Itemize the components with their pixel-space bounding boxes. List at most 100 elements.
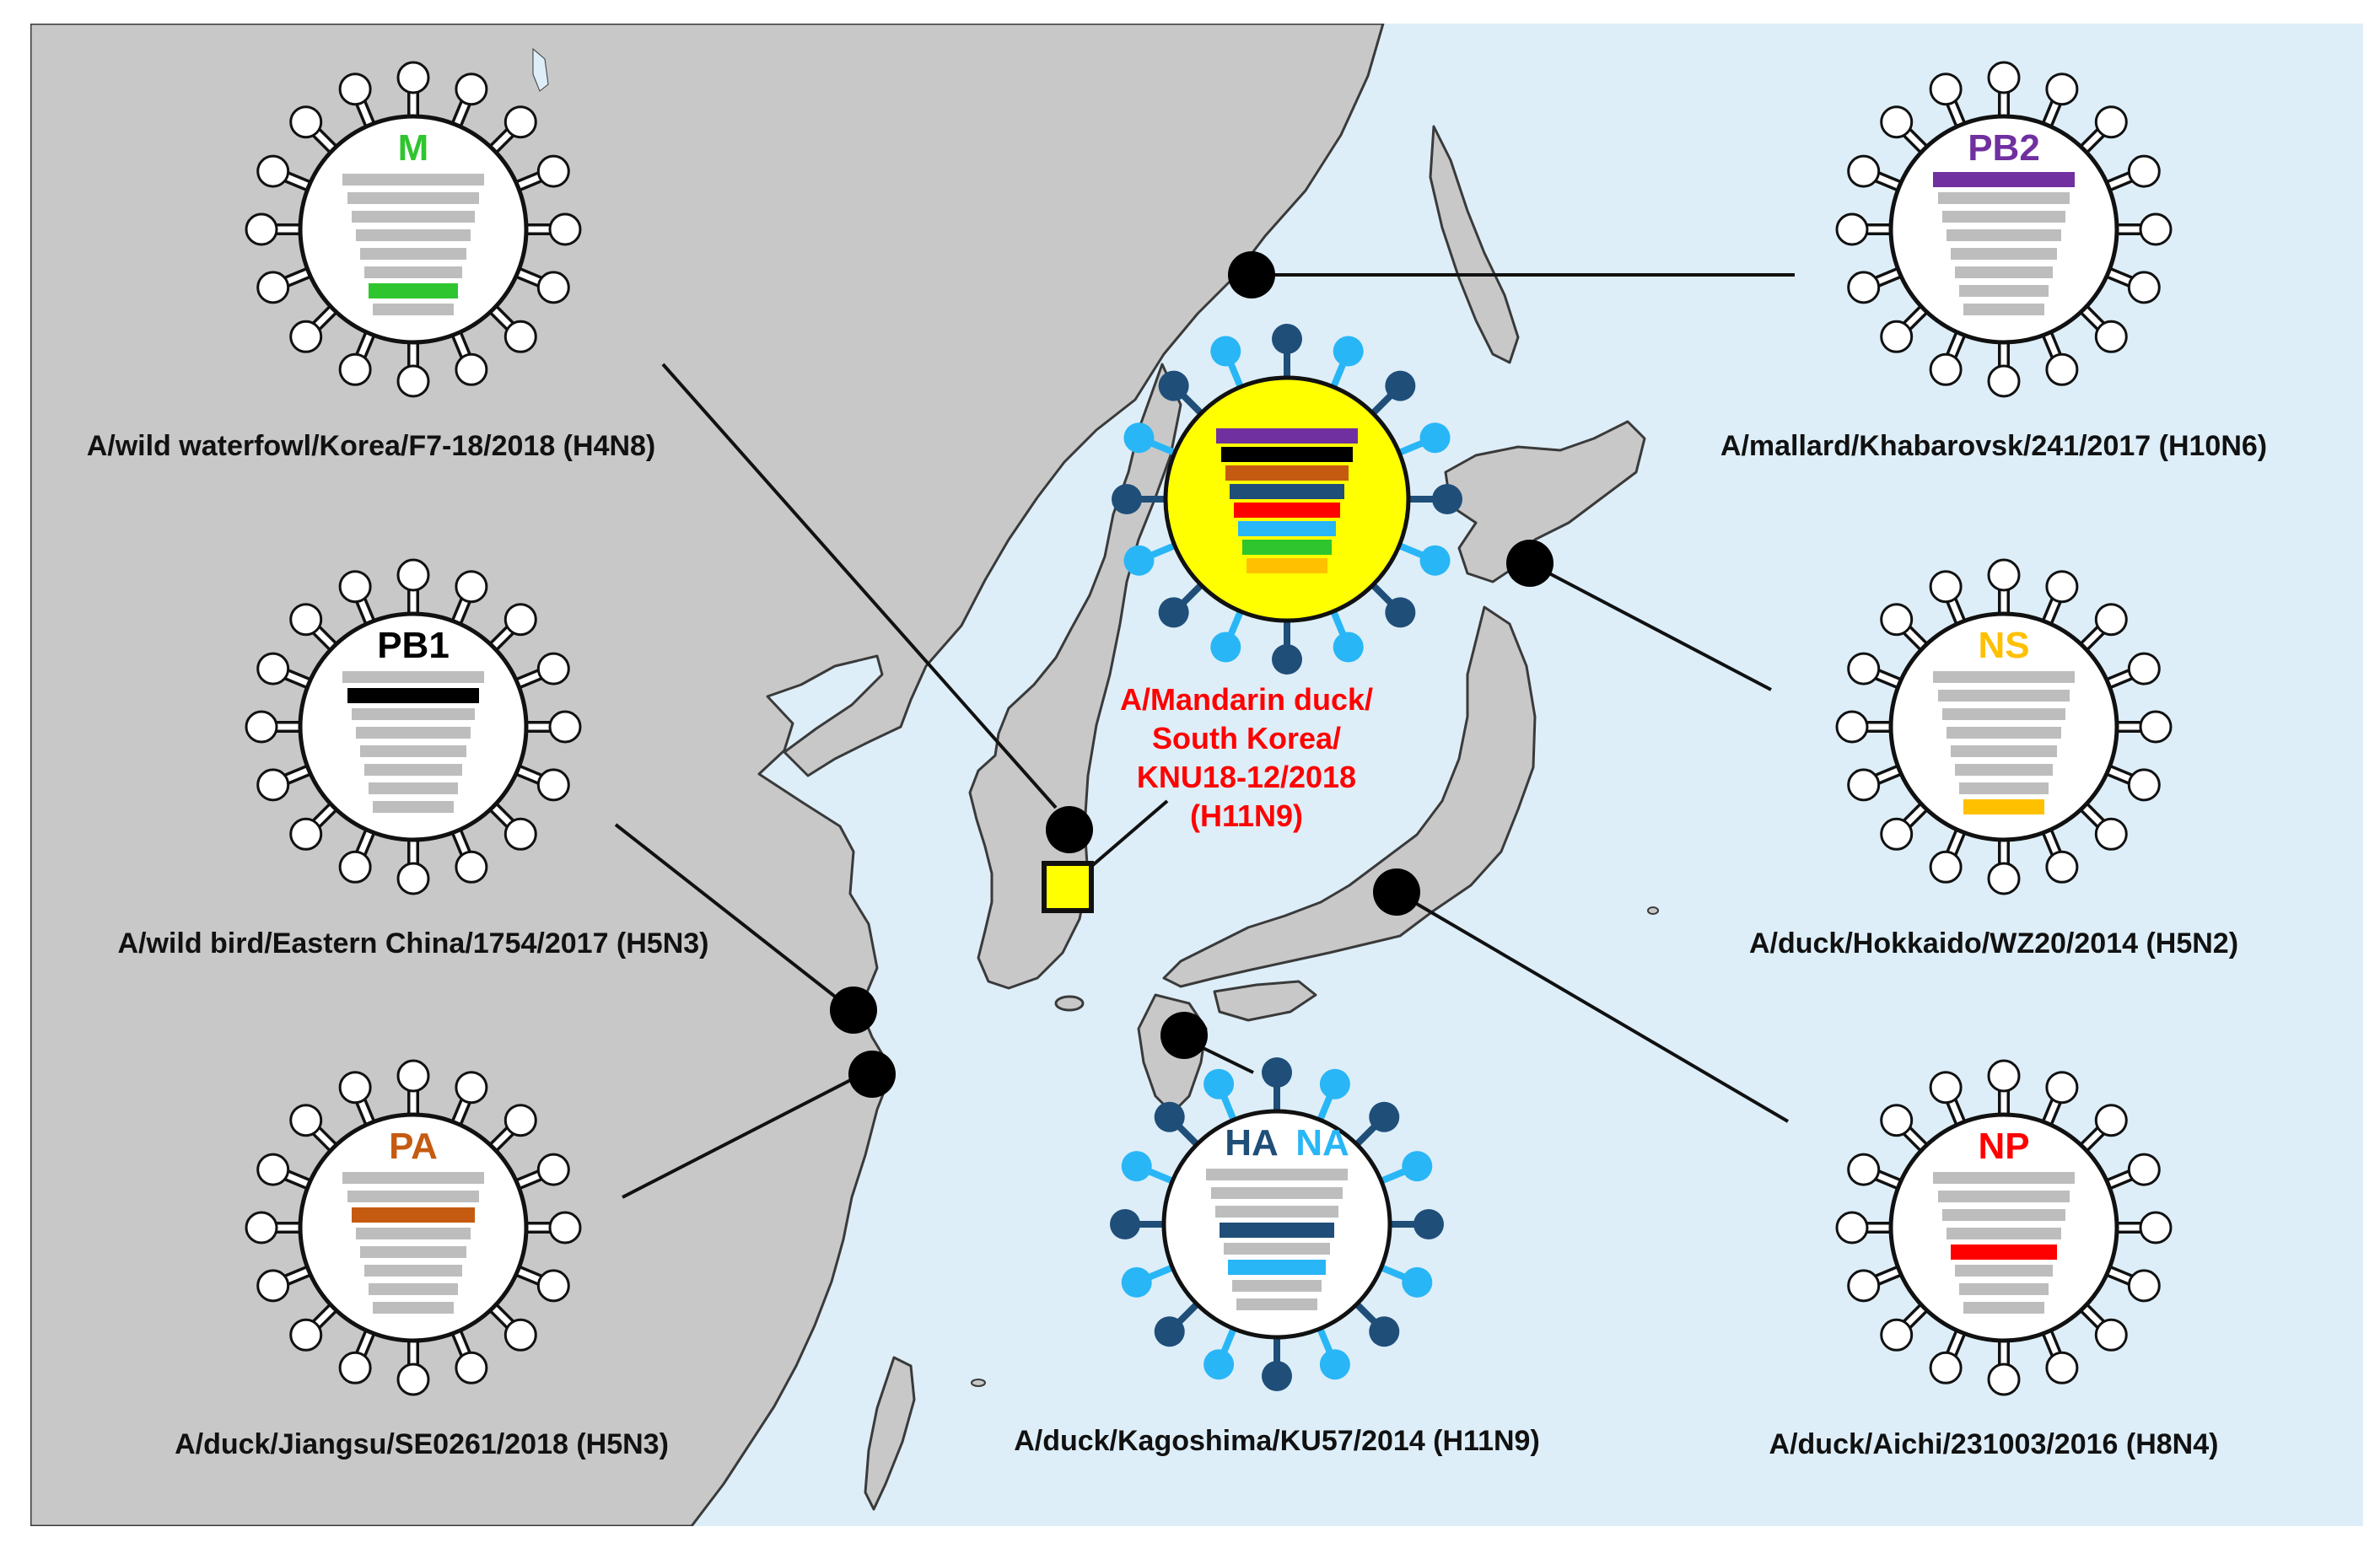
spike-knob <box>1121 1151 1152 1182</box>
spike-knob <box>1210 336 1241 367</box>
segment-bar-np <box>1951 745 2057 757</box>
spike-knob <box>2094 603 2128 637</box>
spike-knob <box>1929 850 1963 884</box>
segment-bar-pb2 <box>1206 1169 1348 1180</box>
segment-title-pb1: PB1 <box>377 625 450 666</box>
spike-knob <box>2127 768 2161 802</box>
segment-bar-ha <box>1230 484 1344 499</box>
segment-bar-ha <box>1220 1223 1334 1238</box>
spike-knob <box>455 850 488 884</box>
segment-bar-na <box>1238 521 1336 536</box>
spike-knob <box>1110 1209 1140 1239</box>
virus-reassortant <box>1112 324 1462 675</box>
spike-knob <box>1419 545 1451 576</box>
segment-bar-na <box>364 266 462 278</box>
spike-knob <box>1880 1104 1914 1137</box>
strain-label-np: A/duck/Aichi/231003/2016 (H8N4) <box>1769 1428 2219 1460</box>
segment-bar-pb1 <box>347 688 479 703</box>
segment-bar-m <box>369 782 458 794</box>
segment-bar-pb2 <box>1933 1172 2075 1184</box>
spike-knob <box>2139 212 2173 246</box>
segment-title-m: M <box>398 127 429 169</box>
spike-knob <box>536 1269 570 1303</box>
segment-bar-pb1 <box>1938 690 2070 702</box>
segment-bar-ha <box>1947 1228 2061 1239</box>
segment-bar-na <box>1955 1265 2053 1277</box>
spike-knob <box>1835 1211 1869 1245</box>
lake <box>532 47 549 92</box>
spike-knob <box>503 320 537 353</box>
segment-bar-pb1 <box>347 192 479 204</box>
spike-knob <box>396 61 430 94</box>
spike-knob <box>1203 1349 1235 1380</box>
spike-knob <box>2094 105 2128 139</box>
spike-knob <box>1987 1059 2021 1093</box>
segment-bar-ns <box>1963 1302 2044 1314</box>
spike-knob <box>1262 1057 1292 1088</box>
segment-bar-ha <box>356 1228 471 1239</box>
spike-knob <box>536 1153 570 1186</box>
segment-bar-m <box>1959 1283 2049 1295</box>
spike-knob <box>289 603 323 637</box>
spike-knob <box>2045 352 2079 386</box>
spike-knob <box>1987 364 2021 398</box>
spike-knob <box>2045 850 2079 884</box>
spike-knob <box>1272 644 1302 675</box>
spike-knob <box>1319 1068 1350 1099</box>
spike-knob <box>1413 1209 1444 1239</box>
strain-label-m: A/wild waterfowl/Korea/F7-18/2018 (H4N8) <box>87 430 656 462</box>
spike-knob <box>1929 352 1963 386</box>
spike-knob <box>503 1104 537 1137</box>
segment-bar-np <box>1224 1243 1330 1255</box>
spike-knob <box>1158 370 1189 401</box>
segment-bar-na <box>1955 764 2053 776</box>
segment-bar-pb1 <box>1938 192 2070 204</box>
spike-knob <box>396 1363 430 1396</box>
spike-knob <box>2045 1071 2079 1105</box>
strain-label-ns: A/duck/Hokkaido/WZ20/2014 (H5N2) <box>1749 927 2238 960</box>
spike-knob <box>2094 817 2128 851</box>
sakhalin-island <box>1429 125 1520 364</box>
spike-knob <box>338 570 372 604</box>
location-markers <box>830 251 1553 1098</box>
segment-bar-pb2 <box>342 671 484 683</box>
segment-bar-pa <box>352 211 475 223</box>
segment-bar-pa <box>1942 1209 2065 1221</box>
spike-knob <box>1369 1316 1400 1347</box>
spike-knob <box>2094 1104 2128 1137</box>
spike-knob <box>1847 768 1881 802</box>
spike-knob <box>396 558 430 592</box>
strain-label-hana: A/duck/Kagoshima/KU57/2014 (H11N9) <box>1014 1425 1540 1457</box>
spike-knob <box>2139 710 2173 744</box>
spike-knob <box>1432 484 1462 514</box>
spike-knob <box>2094 1318 2128 1352</box>
segment-bar-pa <box>352 708 475 720</box>
location-dot-pb1 <box>830 986 877 1034</box>
spike-knob <box>1880 1318 1914 1352</box>
connector-pa <box>622 1069 870 1199</box>
spike-knob <box>1880 817 1914 851</box>
spike-knob <box>2127 1153 2161 1186</box>
jeju-island <box>1054 995 1085 1012</box>
spike-knob <box>548 710 582 744</box>
segment-bar-ha <box>1947 229 2061 241</box>
segment-bar-pb2 <box>1933 671 2075 683</box>
spike-knob <box>1154 1101 1185 1132</box>
location-dot-pb2 <box>1228 251 1275 298</box>
segment-title-ha: HA <box>1225 1122 1279 1164</box>
spike-knob <box>256 1269 290 1303</box>
segment-bar-np <box>360 745 466 757</box>
segment-bar-ns <box>373 1302 454 1314</box>
segment-bar-ns <box>1963 799 2044 814</box>
spike-knob <box>2127 652 2161 685</box>
spike-knob <box>245 212 278 246</box>
location-dot-np <box>1373 868 1420 916</box>
segment-bar-m <box>1242 540 1332 555</box>
spike-knob <box>1835 710 1869 744</box>
shikoku-island <box>1213 980 1317 1022</box>
virus-pb2: PB2 <box>1835 61 2173 398</box>
spike-knob <box>396 862 430 895</box>
segment-bar-na <box>1955 266 2053 278</box>
spike-knob <box>2127 1269 2161 1303</box>
